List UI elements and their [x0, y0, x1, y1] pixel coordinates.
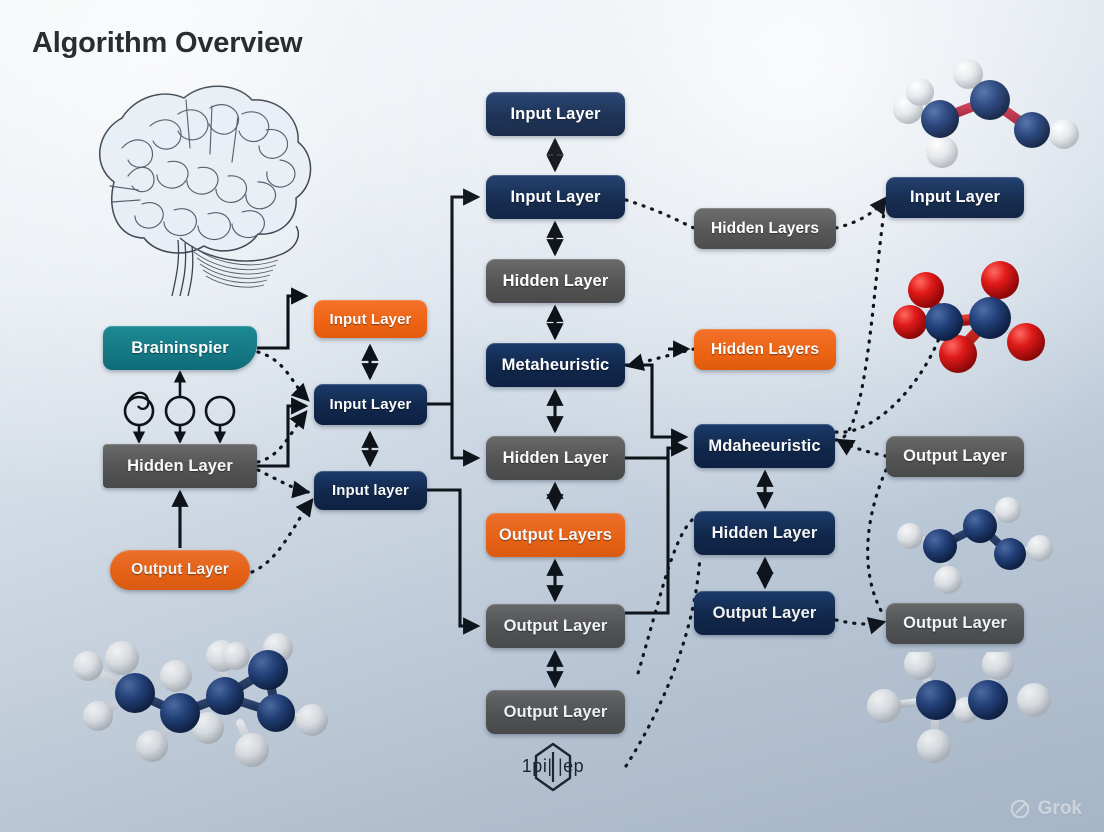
hexagon-glyph: 1pi| |ep	[498, 740, 608, 792]
node-brain-inspired[interactable]: Braininspier	[103, 326, 257, 370]
node-c3-output-second[interactable]: Output Layer	[486, 690, 625, 734]
node-c3-output-first[interactable]: Output Layer	[486, 604, 625, 648]
node-c4-output-layer[interactable]: Output Layer	[694, 591, 835, 635]
node-c5-output-second[interactable]: Output Layer	[886, 603, 1024, 644]
node-c2-input-orange[interactable]: Input Layer	[314, 300, 427, 338]
propene-molecule	[888, 496, 1068, 604]
node-c4-hidden-layers-grey[interactable]: Hidden Layers	[694, 208, 836, 249]
node-left-hidden-layer[interactable]: Hidden Layer	[103, 444, 257, 488]
node-left-output-layer[interactable]: Output Layer	[110, 550, 250, 590]
node-c4-metaheuristic[interactable]: Mdaheeuristic	[694, 424, 835, 468]
amine-molecule	[872, 52, 1082, 177]
node-c5-input-layer[interactable]: Input Layer	[886, 177, 1024, 218]
brain-line-drawing	[52, 70, 342, 300]
node-c4-hidden-layer[interactable]: Hidden Layer	[694, 511, 835, 555]
node-c3-output-layers[interactable]: Output Layers	[486, 513, 625, 557]
grok-watermark-label: Grok	[1037, 798, 1082, 819]
node-c3-hidden-first[interactable]: Hidden Layer	[486, 259, 625, 303]
grok-logo-icon	[1010, 799, 1029, 819]
node-c3-input-second[interactable]: Input Layer	[486, 175, 625, 219]
ethane-molecule	[858, 652, 1083, 787]
node-c4-hidden-layers-orange[interactable]: Hidden Layers	[694, 329, 836, 370]
node-c3-hidden-second[interactable]: Hidden Layer	[486, 436, 625, 480]
oxide-molecule	[878, 252, 1078, 402]
node-c5-output-first[interactable]: Output Layer	[886, 436, 1024, 477]
node-c2-input-lower[interactable]: Input layer	[314, 471, 427, 510]
grok-watermark: Grok	[1009, 798, 1082, 820]
page-title: Algorithm Overview	[32, 27, 303, 59]
node-c3-input-top[interactable]: Input Layer	[486, 92, 625, 136]
hydrocarbon-molecule	[40, 628, 350, 773]
node-c3-metaheuristic[interactable]: Metaheuristic	[486, 343, 625, 387]
node-c2-input-navy[interactable]: Input Layer	[314, 384, 427, 425]
hexagon-glyph-label: 1pi| |ep	[521, 755, 585, 776]
